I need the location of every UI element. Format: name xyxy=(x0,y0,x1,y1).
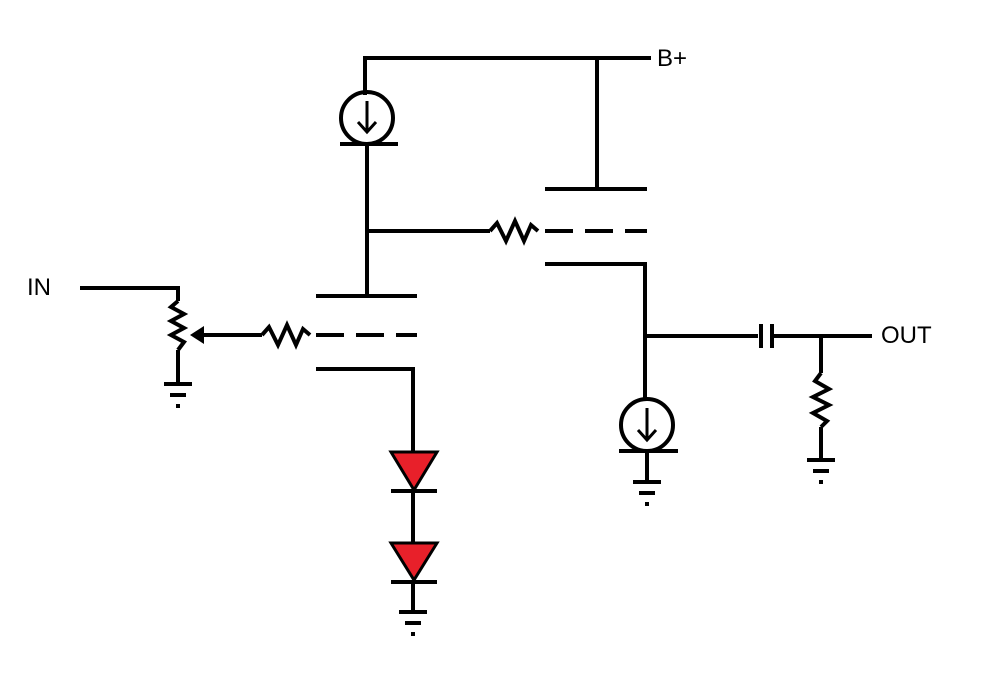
ground-icon xyxy=(807,458,835,484)
ground-icon xyxy=(164,382,192,408)
current-source-icon xyxy=(339,90,398,146)
diode-icon xyxy=(388,541,440,584)
ground-icon xyxy=(633,451,661,506)
triode-icon xyxy=(545,187,647,266)
resistor-icon xyxy=(808,336,834,458)
potentiometer-icon xyxy=(166,299,262,382)
current-source-icon xyxy=(619,397,678,453)
triode-icon xyxy=(316,294,417,371)
output-label: OUT xyxy=(881,322,932,349)
resistor-icon xyxy=(260,320,312,350)
capacitor-icon xyxy=(759,324,872,348)
input-label: IN xyxy=(27,274,51,301)
ground-icon xyxy=(399,582,427,636)
plate-1-wire xyxy=(365,144,490,296)
cathode-2-wire xyxy=(643,264,758,400)
supply-label: B+ xyxy=(657,45,687,72)
resistor-icon xyxy=(488,216,540,246)
input-wire xyxy=(80,286,180,301)
supply-rail xyxy=(363,56,651,189)
diode-icon xyxy=(388,450,440,493)
